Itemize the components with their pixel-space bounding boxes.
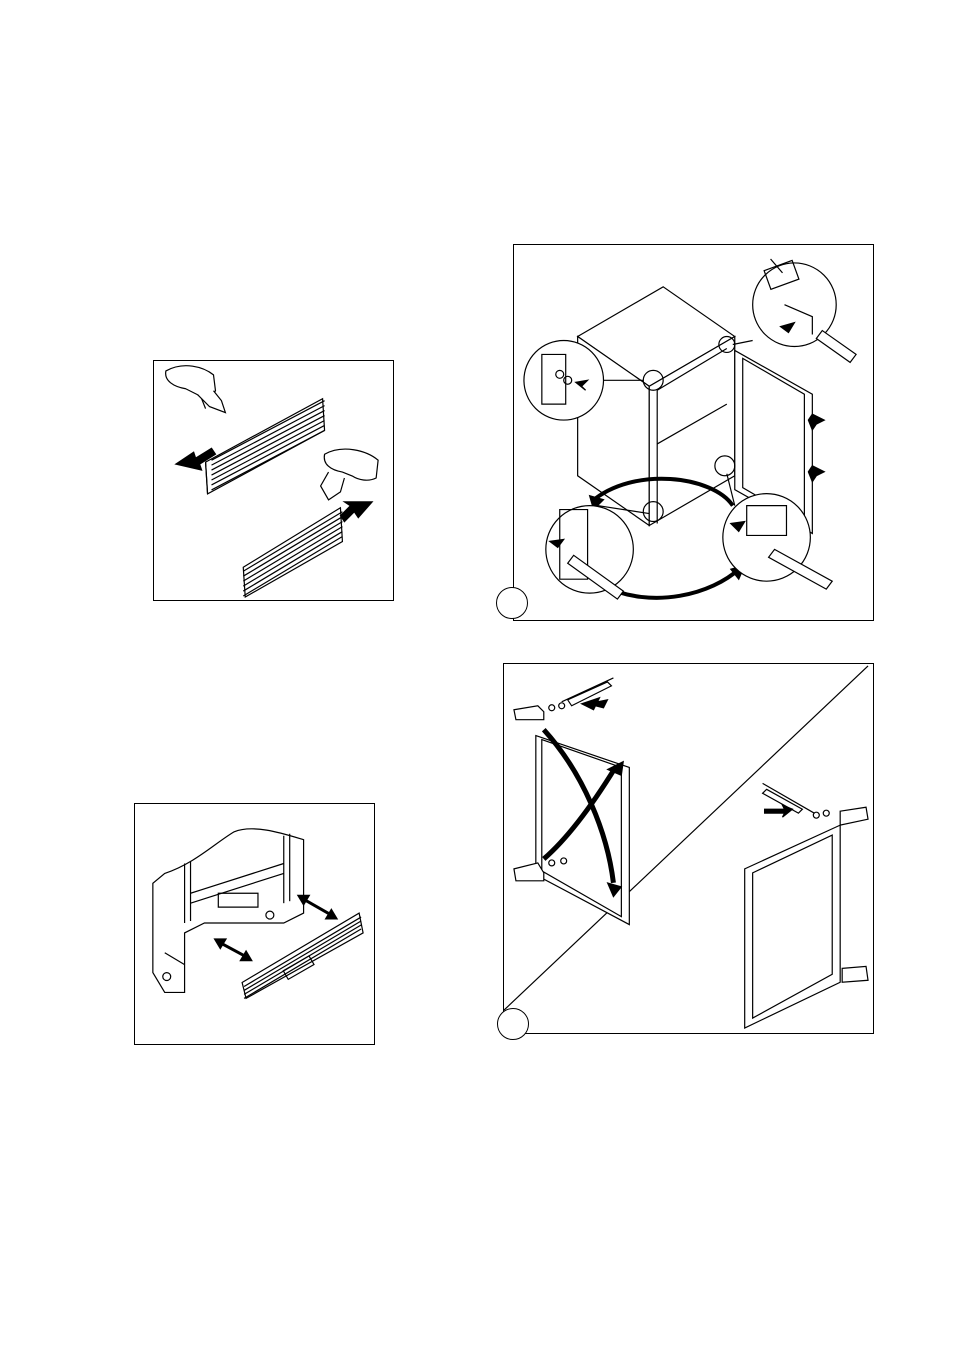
left-door	[536, 736, 629, 925]
door-reversal-figure	[503, 663, 874, 1034]
door-arrow-icon-2	[808, 466, 824, 482]
plinth-fitting-figure	[134, 803, 375, 1045]
upper-hand	[166, 366, 226, 413]
plinth-grille	[242, 913, 363, 998]
upper-grille	[206, 399, 325, 494]
hinge-removal-figure	[513, 244, 874, 621]
detail-circle-top-right	[719, 259, 856, 362]
lower-arrow-icon	[340, 502, 372, 522]
vent-grille-removal-figure	[153, 360, 394, 601]
door-reversal-illustration	[504, 664, 873, 1033]
double-arrow-icon-2	[214, 939, 252, 961]
hands-removing-grille-illustration	[154, 361, 393, 600]
right-hinge-bottom	[842, 966, 868, 982]
lower-grille	[243, 508, 342, 597]
screwdriver-right	[763, 783, 815, 817]
cabinet-hinge-removal-illustration	[514, 245, 873, 620]
right-hinge-top	[813, 807, 868, 825]
door-arrow-icon-1	[808, 414, 824, 430]
right-door	[745, 825, 840, 1028]
step-number-circle	[496, 587, 528, 619]
lower-hand	[321, 449, 379, 500]
plinth-grille-illustration	[135, 804, 374, 1044]
step-number-circle	[497, 1008, 529, 1040]
left-hinge-top	[514, 703, 565, 720]
screwdriver-top-left	[562, 678, 614, 710]
